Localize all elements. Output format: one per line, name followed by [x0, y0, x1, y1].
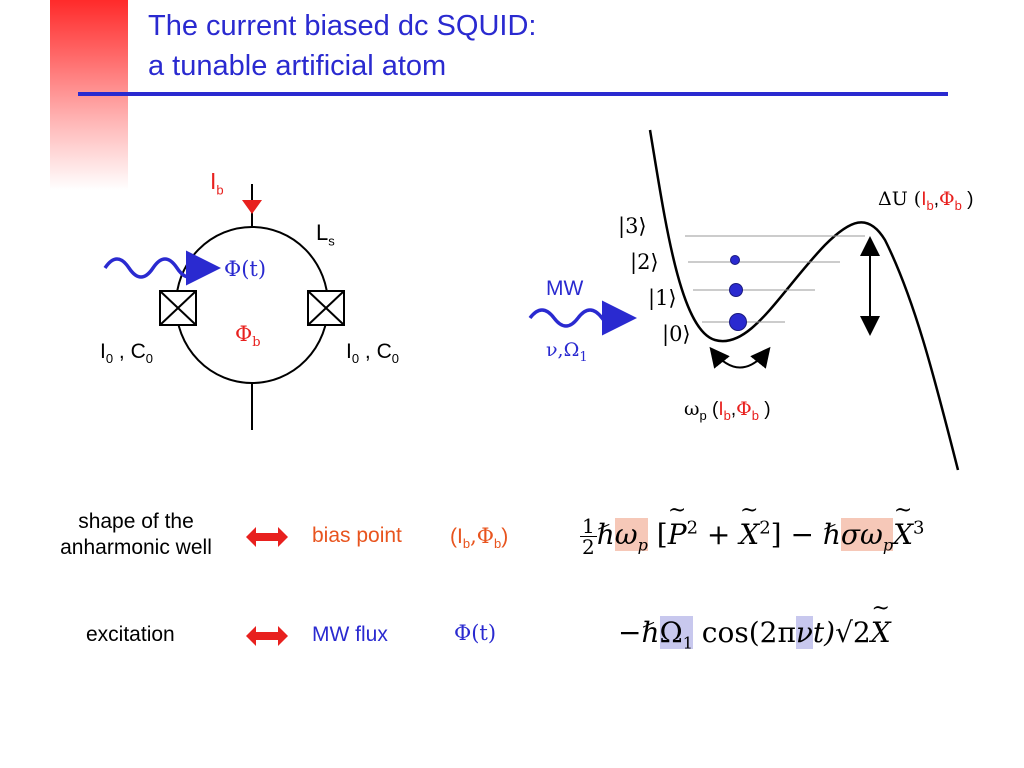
- row-1-left: shape of the anharmonic well: [60, 510, 212, 559]
- junction-left-label: I0 , C0: [100, 340, 153, 367]
- level-label-1: |1⟩: [648, 286, 677, 310]
- row-2-middle: MW flux: [312, 623, 388, 646]
- omega-p-label: ωp (Ib,Φb ): [684, 398, 771, 423]
- junction-left-icon: [159, 290, 197, 326]
- bidirectional-arrow-icon: [246, 626, 288, 646]
- potential-curve: [648, 129, 960, 471]
- row-1-middle: bias point: [312, 524, 402, 547]
- bias-current-label: Ib: [210, 168, 224, 198]
- junction-right-label: I0 , C0: [346, 340, 399, 367]
- row-2-equation: −ℏΩ1 cos(2πνt)√2X: [618, 596, 891, 653]
- row-2-left: excitation: [86, 623, 175, 646]
- inductance-label: Ls: [316, 220, 335, 249]
- squid-circuit: [103, 184, 345, 430]
- level-label-3: |3⟩: [618, 214, 647, 238]
- title-line-2: a tunable artificial atom: [148, 50, 447, 82]
- junction-right-icon: [307, 290, 345, 326]
- potential-well: [528, 129, 960, 471]
- row-1-param: (Ib,Φb): [450, 524, 509, 552]
- oscillation-arrow-icon: [709, 346, 771, 369]
- population-dot-2: [730, 255, 740, 265]
- title-line-1: The current biased dc SQUID:: [148, 10, 537, 42]
- level-label-0: |0⟩: [662, 322, 691, 346]
- flux-b-label: Φb: [235, 322, 261, 351]
- slide-title: The current biased dc SQUID: a tunable a…: [148, 6, 536, 86]
- barrier-label: ΔU (Ib,Φb ): [878, 188, 974, 213]
- row-2-param: Φ(t): [454, 621, 497, 645]
- population-dot-0: [729, 313, 747, 331]
- flux-t-label: Φ(t): [224, 257, 267, 281]
- bias-arrow-icon: [242, 200, 262, 214]
- mw-wavy-arrow-icon: [528, 300, 637, 336]
- bidirectional-arrow-icon: [246, 527, 288, 547]
- squid-loop: [175, 226, 329, 384]
- nu-omega-label: ν,Ω1: [546, 339, 588, 365]
- title-rule: [78, 92, 948, 96]
- mw-label: MW: [546, 277, 584, 300]
- flux-wavy-arrow-icon: [103, 250, 221, 286]
- population-dot-1: [729, 283, 743, 297]
- level-label-2: |2⟩: [630, 250, 659, 274]
